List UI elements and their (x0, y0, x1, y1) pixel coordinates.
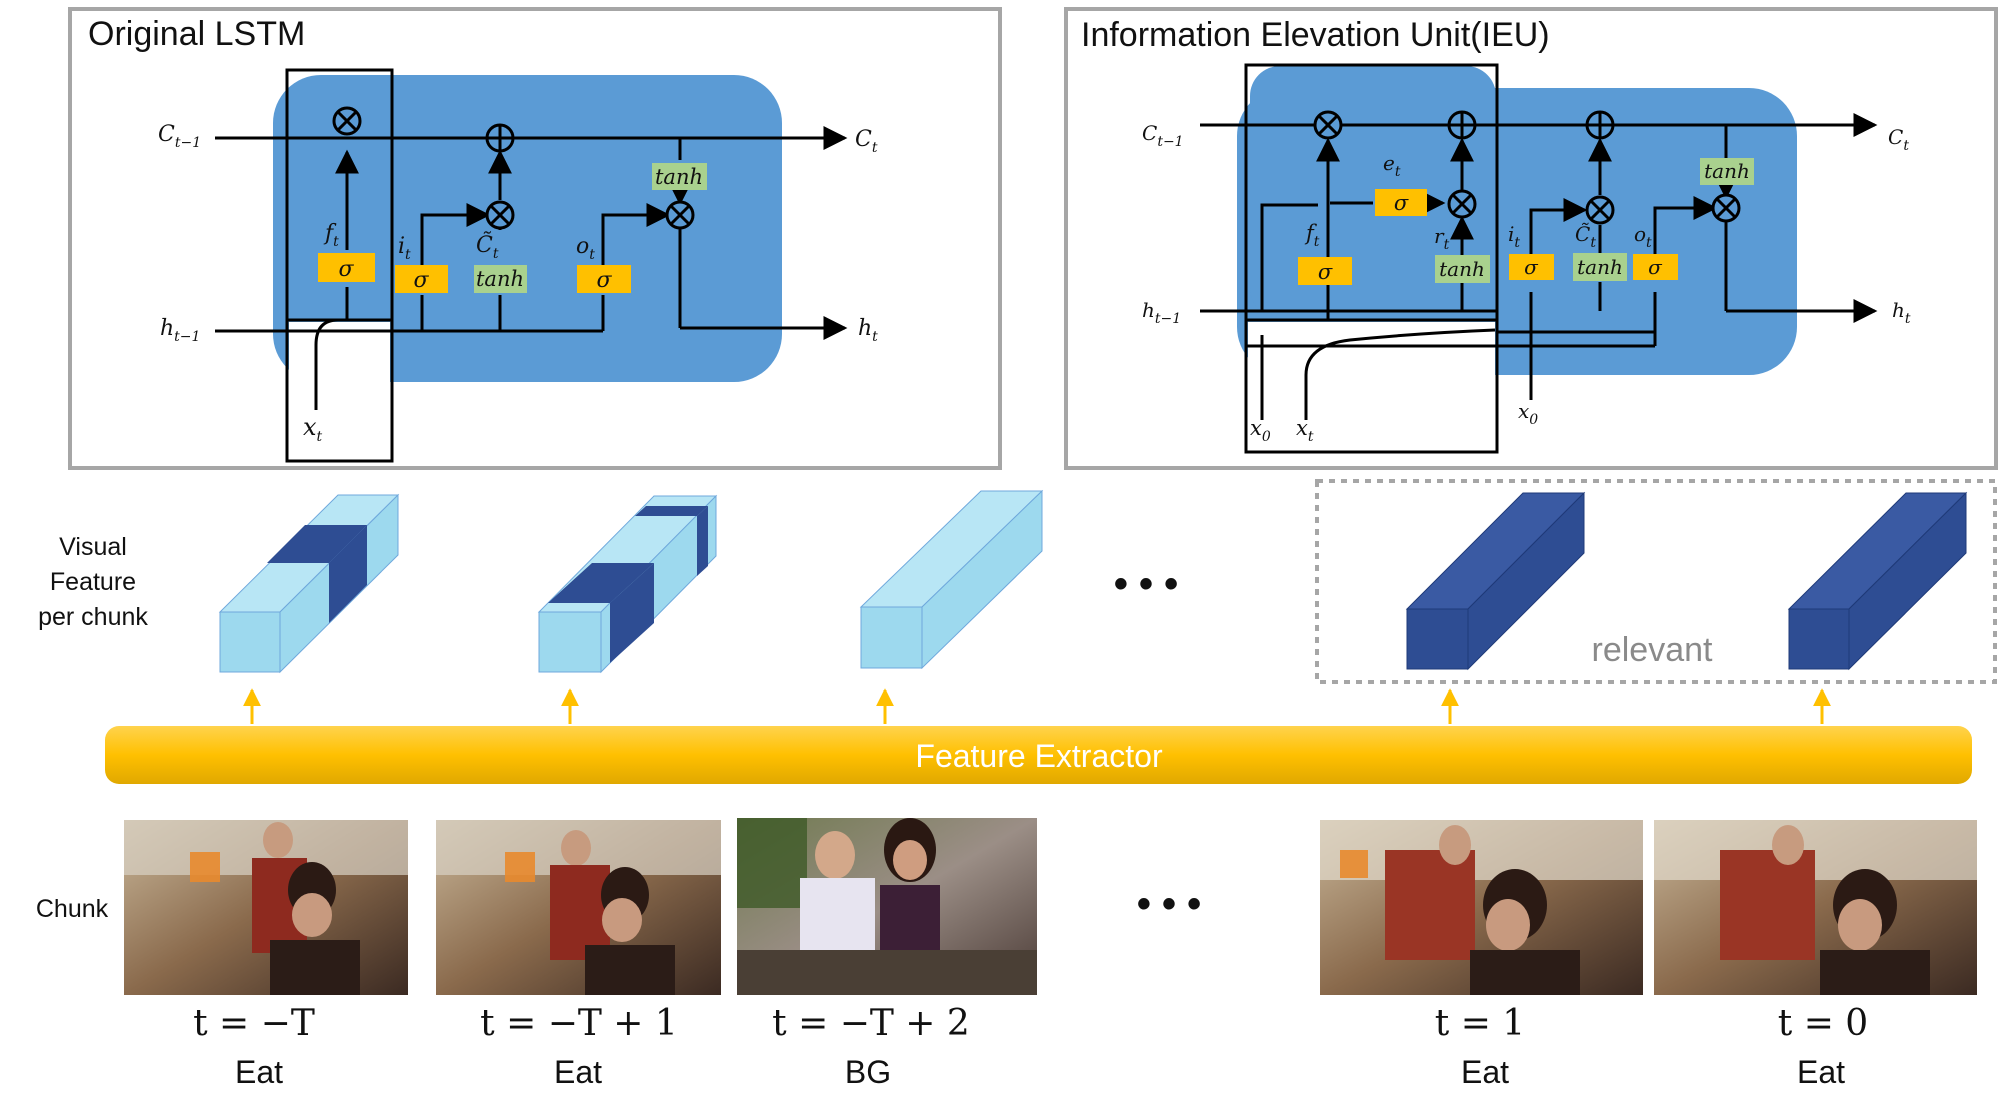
ieu-input-sigma-label: σ (1524, 255, 1539, 279)
forget-gate-frame (285, 68, 394, 463)
ieu-h-prev-label: ht−1 (1142, 298, 1181, 327)
ieu-cell-add-icon (1585, 110, 1615, 140)
visual-feature-label-line2: Feature (50, 568, 136, 596)
ieu-forget-sigma-label: σ (1318, 260, 1333, 284)
chunk-frame-2 (436, 820, 721, 995)
chunk-action-1: Eat (235, 1054, 283, 1090)
chunk-time-4: t = 1 (1435, 1003, 1525, 1044)
ieu-e-t-label: et (1383, 151, 1401, 180)
candidate-tanh-box (474, 265, 527, 293)
ieu-c-prev-label: Ct−1 (1142, 121, 1184, 150)
ieu-output-sigma-label: σ (1648, 255, 1663, 279)
forget-sigma-box (318, 253, 375, 282)
feature-cube-3 (859, 489, 1044, 670)
lstm-h-t-label: ht (858, 316, 878, 345)
ieu-input-sigma-box (1509, 254, 1554, 280)
ieu-forget-sigma-box (1298, 257, 1352, 285)
chunk-time-1: t = −T (193, 1003, 315, 1044)
feature-extractor-bar: Feature Extractor (105, 726, 1972, 784)
input-sigma-label: σ (413, 268, 429, 293)
ieu-forget-multiply-icon (1313, 110, 1343, 140)
ieu-r-t-label: rt (1434, 224, 1450, 253)
chunk-time-2: t = −T + 1 (480, 1003, 678, 1044)
lstm-panel: Original LSTM (68, 7, 1002, 470)
feature-row: Visual Feature per chunk • • • (38, 479, 1997, 724)
lstm-x-t-label: xt (303, 413, 323, 445)
chunk-time-3: t = −T + 2 (772, 1003, 970, 1044)
feature-extractor-label: Feature Extractor (915, 738, 1163, 774)
cell-tanh-box (652, 163, 707, 190)
chunk-label: Chunk (36, 895, 109, 923)
lstm-o-t-label: ot (576, 234, 595, 263)
ieu-panel-title: Information Elevation Unit(IEU) (1081, 16, 1550, 54)
forget-multiply-icon (332, 106, 362, 136)
feature-cube-1 (218, 493, 400, 674)
forget-sigma-label: σ (338, 257, 354, 282)
chunk-frame-4 (1320, 820, 1643, 995)
ieu-panel: Information Elevation Unit(IEU) (1064, 7, 1998, 470)
ieu-elevation-tanh-label: tanh (1439, 257, 1485, 281)
ieu-output-sigma-box (1633, 254, 1678, 280)
ieu-input-region-mask (1248, 322, 1495, 450)
lstm-i-t-label: it (398, 234, 411, 263)
output-sigma-box (577, 265, 631, 293)
ieu-x-t-label: xt (1296, 416, 1314, 445)
lstm-cell-body (273, 75, 782, 382)
chunk-frame-5 (1654, 820, 1977, 995)
ieu-h-t-label: ht (1892, 298, 1911, 327)
ieu-f-t-label: ft (1304, 221, 1320, 250)
output-multiply-icon (665, 200, 695, 230)
relevant-label: relevant (1592, 631, 1714, 669)
chunk-time-5: t = 0 (1778, 1003, 1868, 1044)
ieu-input-multiply-icon (1585, 195, 1615, 225)
feature-ellipsis: • • • (1114, 562, 1178, 606)
chunk-action-3: BG (845, 1054, 891, 1090)
chunk-row: Chunk (36, 818, 1977, 1090)
feature-cube-4 (1405, 491, 1586, 671)
ieu-output-multiply-icon (1711, 193, 1741, 223)
ieu-o-t-label: ot (1634, 222, 1652, 251)
lstm-panel-title: Original LSTM (88, 15, 305, 53)
chunk-frame-1 (124, 820, 408, 995)
chunk-action-2: Eat (554, 1054, 602, 1090)
relevant-region (1315, 479, 1997, 684)
ieu-candidate-tanh-label: tanh (1577, 255, 1623, 279)
ieu-cell-tanh-box (1700, 158, 1754, 185)
ieu-elevation-frame (1244, 63, 1499, 454)
input-region-mask (289, 322, 390, 459)
lstm-c-t-label: Ct (855, 127, 878, 156)
chunk-ellipsis: • • • (1137, 882, 1201, 926)
lstm-h-prev-label: ht−1 (160, 316, 200, 345)
ieu-elevation-sigma-label: σ (1394, 191, 1409, 215)
feature-cube-2 (537, 494, 718, 674)
ieu-elevation-sigma-box (1375, 189, 1427, 216)
input-sigma-box (395, 265, 448, 293)
chunk-action-4: Eat (1461, 1054, 1509, 1090)
cell-tanh-label: tanh (655, 165, 703, 189)
ieu-x-0-right-label: x0 (1518, 399, 1538, 428)
ieu-elevation-add-icon (1447, 110, 1477, 140)
visual-feature-label-line1: Visual (59, 533, 127, 561)
visual-feature-label-line3: per chunk (38, 603, 148, 631)
candidate-tanh-label: tanh (476, 267, 524, 291)
lstm-c-prev-label: Ct−1 (158, 122, 201, 151)
chunk-action-5: Eat (1797, 1054, 1845, 1090)
input-multiply-icon (485, 200, 515, 230)
feature-cube-5 (1787, 491, 1968, 671)
ieu-elevation-multiply-icon (1447, 189, 1477, 219)
ieu-c-t-label: Ct (1888, 125, 1909, 154)
ieu-elevation-tanh-box (1435, 255, 1490, 283)
lstm-ctilde-label: C̃t (476, 232, 499, 262)
ieu-elevation-body (1250, 66, 1496, 318)
cell-add-icon (485, 123, 515, 153)
chunk-frame-3 (737, 818, 1037, 995)
ieu-i-t-label: it (1508, 222, 1520, 251)
output-sigma-label: σ (596, 268, 612, 293)
ieu-x-0-label: x0 (1250, 416, 1271, 445)
ieu-candidate-tanh-box (1573, 253, 1627, 281)
ieu-cell-tanh-label: tanh (1704, 159, 1750, 183)
ieu-ctilde-label: C̃t (1575, 222, 1596, 251)
